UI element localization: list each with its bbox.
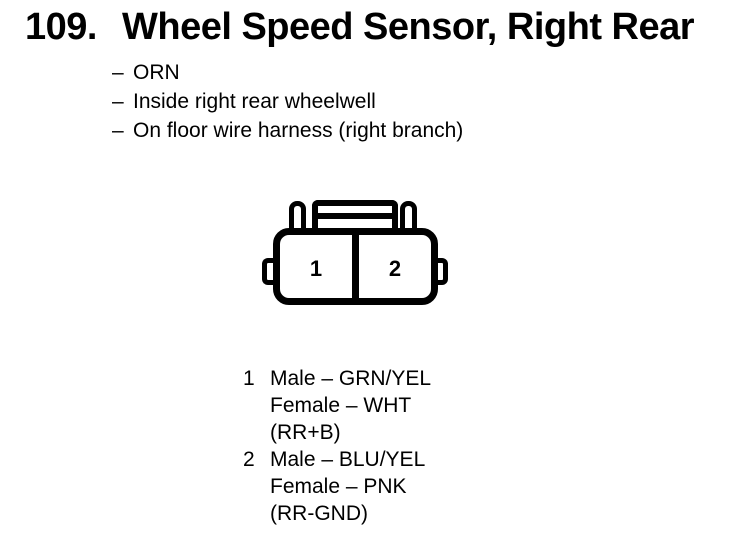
pin-description-line: Male – GRN/YEL <box>270 367 432 390</box>
pin-legend: 1 Male – GRN/YEL Female – WHT (RR+B) 2 M… <box>243 365 431 527</box>
location-notes: – ORN – Inside right rear wheelwell – On… <box>112 58 463 145</box>
dash-marker: – <box>112 61 124 84</box>
pin-description: Male – GRN/YEL Female – WHT (RR+B) <box>270 365 431 446</box>
pin-description-line: (RR-GND) <box>270 502 368 525</box>
note-text: Inside right rear wheelwell <box>133 90 376 113</box>
pin-entry-1: 1 Male – GRN/YEL Female – WHT (RR+B) <box>243 365 431 446</box>
cavity-1: 1 <box>280 235 352 298</box>
page-title: Wheel Speed Sensor, Right Rear <box>122 6 695 48</box>
note-item: – On floor wire harness (right branch) <box>112 116 463 145</box>
pin-number: 2 <box>243 448 255 471</box>
pin-description-line: Male – BLU/YEL <box>270 448 426 471</box>
note-item: – Inside right rear wheelwell <box>112 87 463 116</box>
connector-side-tab-right <box>432 258 448 285</box>
pin-description-line: Female – WHT <box>270 394 412 417</box>
connector-latch <box>312 200 398 233</box>
note-text: ORN <box>133 61 180 84</box>
dash-marker: – <box>112 90 124 113</box>
section-number: 109. <box>25 6 97 48</box>
pin-description: Male – BLU/YEL Female – PNK (RR-GND) <box>270 446 425 527</box>
pin-number: 1 <box>243 367 255 390</box>
connector-body: 1 2 <box>273 228 438 305</box>
cavity-2-label: 2 <box>388 256 402 281</box>
latch-rib <box>318 213 392 219</box>
dash-marker: – <box>112 119 124 142</box>
connector-side-tab-left <box>262 258 278 285</box>
note-item: – ORN <box>112 58 463 87</box>
pin-description-line: Female – PNK <box>270 475 407 498</box>
pin-description-line: (RR+B) <box>270 421 341 444</box>
connector-ear-right <box>400 201 417 233</box>
connector-ear-left <box>289 201 306 233</box>
note-text: On floor wire harness (right branch) <box>133 119 464 142</box>
cavity-2: 2 <box>359 235 431 298</box>
cavity-1-label: 1 <box>309 256 323 281</box>
pin-entry-2: 2 Male – BLU/YEL Female – PNK (RR-GND) <box>243 446 431 527</box>
cavity-divider <box>352 235 359 298</box>
